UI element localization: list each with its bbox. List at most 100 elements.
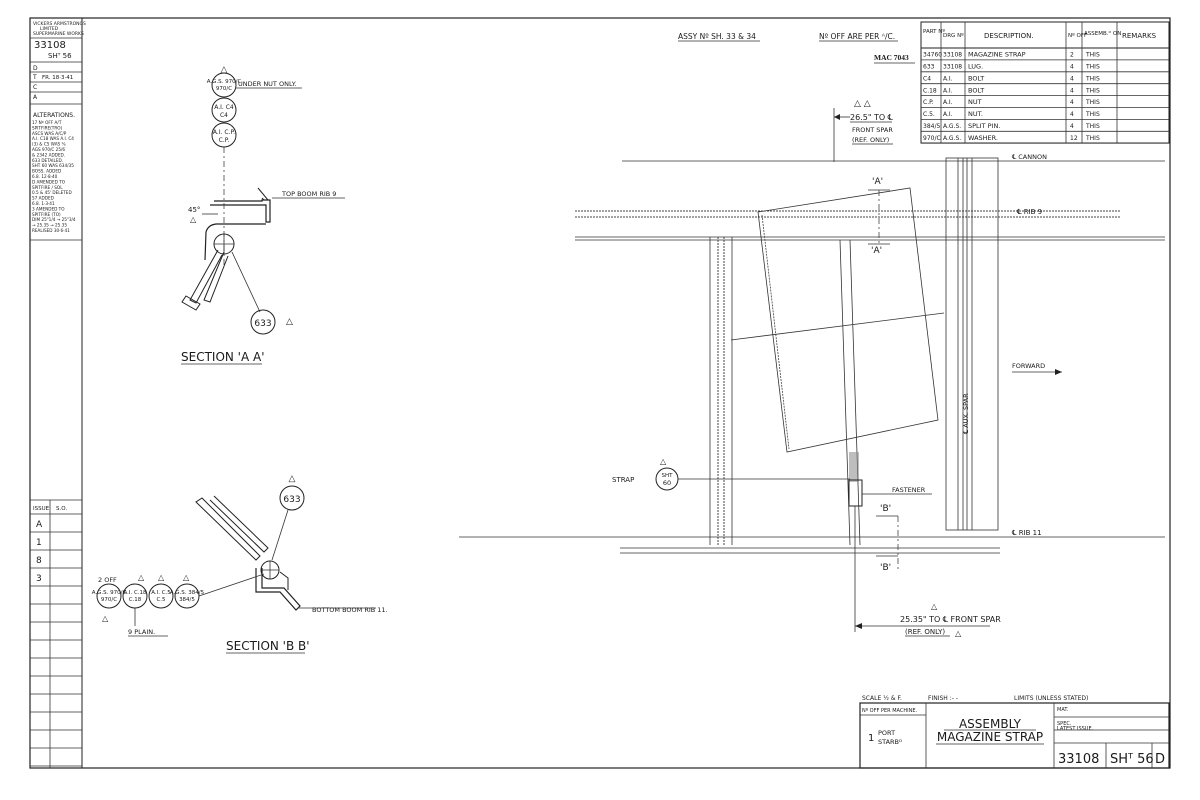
parts-cell: THIS — [1085, 123, 1100, 130]
plain-washer-note: 9 PLAIN. — [128, 628, 155, 636]
svg-text:△: △ — [138, 573, 145, 582]
left-strip: VICKERS ARMSTRONGS LIMITED SUPERMARINE W… — [29, 17, 86, 769]
section-b-mark: 'B' — [880, 504, 891, 514]
lug-bubble-label: 633 — [254, 319, 271, 329]
alteration-line: & 2342 ADDED. — [32, 152, 65, 157]
bubble-ags-384-5 — [174, 583, 200, 609]
parts-cell: 33108 — [943, 64, 962, 71]
assy-reference: ASSY Nº SH. 33 & 34 — [678, 32, 756, 41]
parts-cell: BOLT — [968, 86, 984, 94]
parts-cell: A.I. — [943, 111, 953, 118]
parts-cell: A.G.S. — [943, 123, 961, 130]
issue-row-letter: A — [36, 520, 43, 530]
parts-cell: A.I. — [943, 75, 953, 82]
alteration-line: (3) & C5 WAS ⅛ — [32, 142, 66, 147]
strap-bubble-sht: SHT — [662, 473, 674, 479]
svg-text:△: △ — [190, 215, 197, 224]
svg-text:384/5: 384/5 — [179, 597, 195, 603]
section-a-mark: 'A' — [872, 177, 883, 187]
strip-issue-letter: T — [32, 74, 37, 81]
parts-cell: THIS — [1085, 52, 1100, 59]
alteration-line: SHT 60 WAS 634/35 — [32, 163, 74, 168]
parts-cell: THIS — [1085, 99, 1100, 106]
alteration-line: 0.5 & 45' DELETED — [32, 190, 72, 195]
header-part-no: PART Nº — [923, 28, 945, 35]
cannon-centreline: ℄ CANNON — [1012, 153, 1047, 161]
alteration-line: 3 AMENDED TO — [32, 206, 65, 211]
bubble-ags-970c — [96, 583, 122, 609]
parts-cell: THIS — [1085, 64, 1100, 71]
alteration-line: ASCS WAS A/C/P — [32, 131, 67, 136]
front-spar-top: FRONT SPAR — [852, 126, 893, 134]
company-line-1: VICKERS ARMSTRONGS — [33, 21, 86, 27]
bubble-label: A.I. C.5 — [151, 590, 171, 596]
parts-cell: NUT — [968, 98, 982, 106]
bottom-boom-label: BOTTOM BOOM RIB 11. — [312, 606, 388, 614]
main-view: △ △ 26.5" TO ℄ FRONT SPAR (REF. ONLY) ℄ … — [459, 99, 1165, 638]
svg-text:△: △ — [183, 573, 190, 582]
svg-text:△: △ — [286, 317, 293, 327]
svg-text:C.18: C.18 — [129, 597, 142, 603]
sheet-number: SHᵀ 56 — [1110, 752, 1154, 767]
header-remarks: REMARKS — [1122, 32, 1157, 40]
alteration-line: DIM 25"1/4 → 25"3/4 — [32, 217, 76, 222]
parts-cell: 33108 — [943, 52, 962, 59]
starboard-label: STARBᴰ — [878, 738, 902, 746]
parts-cell: 633 — [923, 64, 935, 71]
port-label: PORT — [878, 729, 895, 737]
svg-text:△ △: △ △ — [854, 99, 871, 109]
parts-table: PART Nº DRG Nº DESCRIPTION. Nº OFF ASSEM… — [920, 21, 1170, 144]
parts-cell: 4 — [1070, 111, 1074, 118]
company-line-2: LIMITED — [40, 26, 59, 32]
parts-cell: LUG. — [968, 63, 983, 71]
off-per-aircraft: Nº OFF ARE PER ᴬ/C. — [819, 32, 895, 41]
dim-top: 26.5" TO ℄ — [850, 113, 894, 122]
alteration-line: → 25.35 → 25.35 — [32, 223, 67, 228]
sheet-border — [29, 17, 1171, 769]
alteration-line: REALISED 30·6·41 — [32, 228, 70, 233]
strip-drawing-no: 33108 — [34, 40, 66, 51]
bubble-label: A.G.S. 970/C — [92, 590, 127, 596]
parts-cell: WASHER. — [968, 134, 998, 142]
angle-dim: 45° — [188, 206, 200, 214]
drawing-number: 33108 — [1058, 752, 1099, 767]
ref-only-top: (REF. ONLY) — [852, 136, 889, 144]
parts-cell: THIS — [1085, 87, 1100, 94]
svg-text:△: △ — [158, 573, 165, 582]
issue-row-letter: 3 — [36, 574, 42, 584]
header-assembled-on: ASSEMB.ᴰ ON — [1084, 30, 1121, 37]
forward-label: FORWARD — [1012, 362, 1045, 370]
svg-text:△: △ — [102, 614, 109, 623]
scale-note: SCALE ½ & F. — [862, 695, 902, 702]
bubble-ai-c18 — [122, 583, 148, 609]
parts-cell: THIS — [1085, 135, 1100, 142]
finish-note: FINISH :- - — [928, 695, 958, 702]
section-aa-title: SECTION 'A A' — [181, 350, 265, 364]
bubble-ags-970c — [211, 72, 237, 98]
rib9-centreline: ℄ RIB 9 — [1017, 208, 1042, 216]
parts-cell: SPLIT PIN. — [968, 122, 1000, 130]
section-bb-title: SECTION 'B B' — [226, 639, 310, 653]
parts-cell: THIS — [1085, 75, 1100, 82]
mat-label: MAT. — [1057, 707, 1069, 713]
lug-bubble-633 — [250, 309, 276, 335]
so-column-head: S.O. — [56, 506, 67, 512]
ref-only-bottom: (REF. ONLY) — [905, 628, 945, 636]
parts-cell: BOLT — [968, 74, 984, 82]
title-block: SCALE ½ & F. FINISH :- - LIMITS (UNLESS … — [859, 695, 1170, 769]
spec-label: SPEC. — [1057, 721, 1072, 727]
off-per-machine: Nº OFF PER MACHINE. — [862, 708, 917, 714]
header-description: DESCRIPTION. — [984, 32, 1034, 40]
header-drg-no: DRG Nº — [943, 32, 964, 39]
parts-cell: A.G.S. — [943, 135, 961, 142]
svg-text:△: △ — [931, 602, 938, 611]
parts-cell: 4 — [1070, 123, 1074, 130]
svg-text:C.5: C.5 — [156, 597, 166, 603]
section-aa: △ A.G.S. 970/C 970/C UNDER NUT ONLY. A.I… — [181, 64, 345, 365]
bubble-label: A.I. C4 — [214, 104, 234, 111]
svg-text:970/C: 970/C — [101, 597, 117, 603]
parts-cell: 4 — [1070, 75, 1074, 82]
